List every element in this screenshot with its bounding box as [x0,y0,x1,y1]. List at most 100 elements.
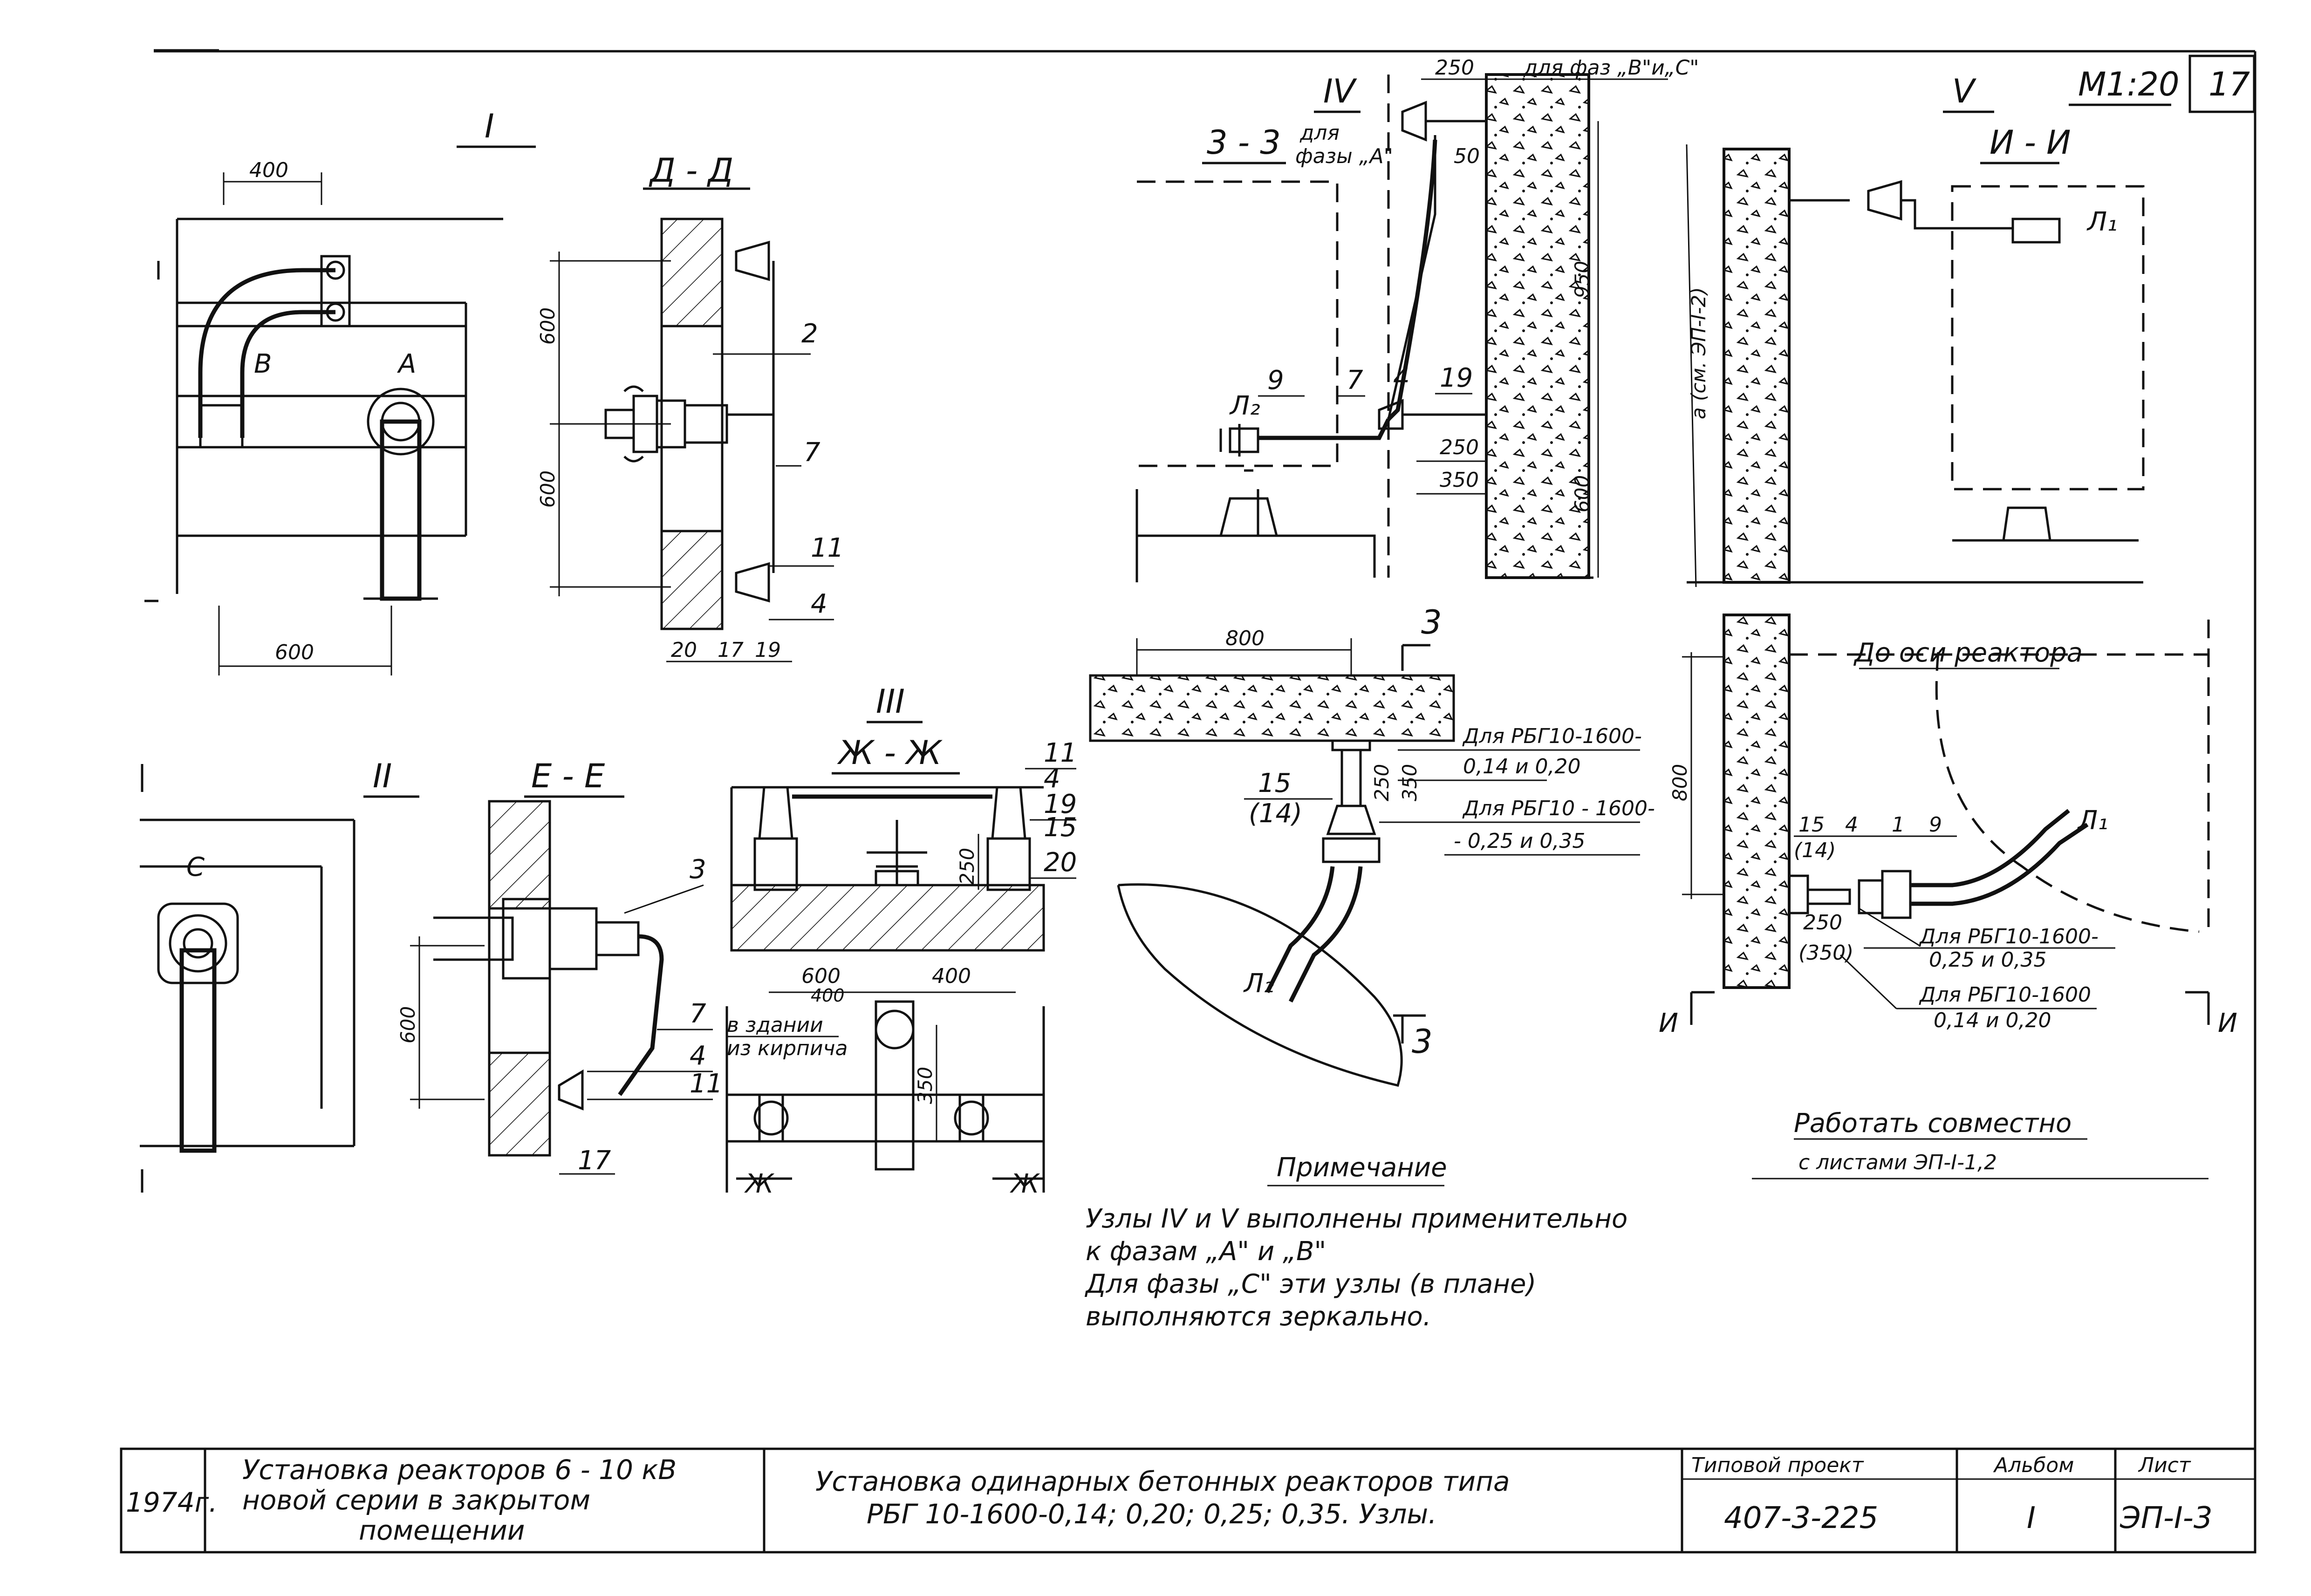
plan-ii-callout-1: 1 [1892,813,1905,837]
ee-dim: 600 [397,1006,419,1044]
phase-a-note-1: для [1299,121,1340,145]
plan-ii-note2-l2: 0,14 и 0,20 [1934,1009,2051,1032]
node-4-callout-7: 7 [1347,365,1363,396]
node-1-title: I [485,107,494,145]
phase-c-label: C [186,852,205,882]
brick-note-1: в здании [727,1013,823,1037]
phase-a-label: A [397,349,416,379]
tb-album-label: Альбом [1993,1453,2074,1477]
zhzh-dim-350: 350 [914,1067,937,1104]
plan-ii-dim-350: (350) [1798,941,1853,965]
work-together-note: Работать совместно с листами ЭП-I-1,2 [1752,1108,2208,1180]
dd-callout-2: 2 [801,319,818,349]
note-line-1: Узлы IV и V выполнены применительно [1086,1204,1627,1234]
l1-label-ii: Л₁ [2086,207,2118,237]
general-note: Примечание Узлы IV и V выполнены примени… [1084,1153,1627,1332]
dd-dim-upper: 600 [536,307,559,345]
section-ee-view: Е - Е 600 3 7 4 11 17 [397,757,723,1176]
cut-i-left: И [1659,1008,1678,1038]
section-33-title: 3 - 3 [1207,123,1281,162]
node-2-view: II C [140,757,419,1193]
tb-sheet-label: Лист [2138,1453,2191,1477]
note-line-3: Для фазы „С" эти узлы (в плане) [1084,1269,1536,1299]
node-4-dim-250b: 250 [1440,436,1479,459]
tb-typ-project-value: 407-3-225 [1724,1501,1878,1535]
cut-3-top: 3 [1421,603,1442,641]
plan-ii-dim-800: 800 [1668,764,1691,801]
sheet-number-box [2188,55,2256,113]
note-line-2: к фазам „А" и „В" [1086,1236,1326,1267]
node-4-title: IV [1323,72,1357,110]
dd-callout-20: 20 [671,638,697,662]
zhzh-callout-19: 19 [1044,789,1077,819]
node-3-title: III [876,682,905,721]
cut-3-bottom: 3 [1412,1023,1433,1061]
plan-ii-note1-l1: Для РБГ10-1600- [1919,925,2099,948]
tb-sheet-value: ЭП-I-3 [2120,1501,2213,1535]
cut-zh-right: Ж [1010,1169,1040,1199]
node-5-side-label: а (см. ЭП-I-2) [1687,287,1710,419]
zhzh-dim-400b: 400 [932,964,971,988]
cut-i-right: И [2218,1008,2237,1038]
l2-label-33: Л₂ [1229,391,1260,421]
plan-ii-callout-15: 15 [1798,813,1825,837]
title-block: 1974г. Установка реакторов 6 - 10 кВ нов… [120,1447,2256,1554]
node-4-dim-600: 600 [1571,475,1593,512]
node-4-view: IV 3 - 3 для фазы „А" 250 для фаз „В"и„С… [1135,56,1699,582]
plan-ii-dim-250: 250 [1803,911,1842,934]
plan-ii-callout-4: 4 [1845,813,1858,837]
zhzh-callout-20: 20 [1044,847,1077,878]
zhzh-callout-15: 15 [1044,812,1077,843]
node-4-dim-50: 50 [1454,144,1480,168]
plan-ii-view: 800 До оси реактора Л₁ 15 (14) 4 1 9 250… [1659,614,2237,1038]
brick-note-2: из кирпича [727,1037,848,1060]
phase-a-note-2: фазы „А" [1295,144,1393,168]
plan-33-dim-350: 350 [1398,764,1421,801]
scale-label: М1:20 [2078,65,2180,103]
node-5-view: V И - И а (см. ЭП-I-2) Л₁ [1686,72,2145,587]
dd-callout-11: 11 [811,533,844,563]
l2-label-plan: Л₂ [1243,969,1274,999]
dd-callout-7: 7 [804,437,820,468]
tb-album-value: I [2027,1501,2036,1535]
ee-callout-3: 3 [690,854,706,885]
plan-ii-callout-14: (14) [1794,839,1836,862]
section-dd-view: Д - Д 600 600 2 7 11 4 20 17 19 [536,151,844,662]
plan-33-note1-l2: 0,14 и 0,20 [1463,755,1581,778]
node-4-dim-250: 250 [1435,56,1474,80]
reactor-axis-note: До оси реактора [1853,638,2083,668]
section-zhzh-title: Ж - Ж [837,734,943,772]
work-together-line-2: с листами ЭП-I-1,2 [1798,1151,1997,1174]
dd-dim-lower: 600 [536,471,559,508]
tb-project-line-3: помещении [359,1514,525,1546]
zhzh-dim-600: 600 [801,964,841,988]
l1-label-plan: Л₁ [2077,805,2108,836]
node-1-dim-top: 400 [249,158,288,182]
plan-33-callout-15: 15 [1258,768,1291,798]
tb-sheet-line-1: Установка одинарных бетонных реакторов т… [815,1466,1510,1497]
section-ee-title: Е - Е [531,757,605,795]
plan-ii-note1-l2: 0,25 и 0,35 [1929,948,2047,972]
node-2-title: II [373,757,392,795]
tb-sheet-line-2: РБГ 10-1600-0,14; 0,20; 0,25; 0,35. Узлы… [867,1498,1437,1530]
plan-ii-note2-l1: Для РБГ10-1600 [1919,983,2091,1007]
section-ii-title: И - И [1990,123,2071,162]
plan-33-callout-14: (14) [1249,798,1302,829]
phase-b-label: B [254,349,272,379]
zhzh-dim-250: 250 [956,848,978,885]
dd-callout-17: 17 [718,638,744,662]
plan-33-dim-800: 800 [1225,627,1265,650]
note-title: Примечание [1277,1153,1447,1183]
node-1-view: I 400 B A 600 [144,107,536,675]
plan-33-note2-l2: - 0,25 и 0,35 [1454,829,1585,853]
node-4-dim-950: 950 [1571,261,1593,298]
dd-callout-4: 4 [811,589,827,619]
sheet-number: 17 [2208,65,2250,103]
ee-callout-7: 7 [690,999,706,1029]
plan-33-note2-l1: Для РБГ10 - 1600- [1462,797,1655,820]
section-dd-title: Д - Д [649,151,733,190]
node-3-view: III Ж - Ж 11 4 19 15 20 250 600 400 400 … [725,682,1077,1199]
cut-zh-left: Ж [744,1169,775,1199]
plan-ii-callout-9: 9 [1929,813,1942,837]
